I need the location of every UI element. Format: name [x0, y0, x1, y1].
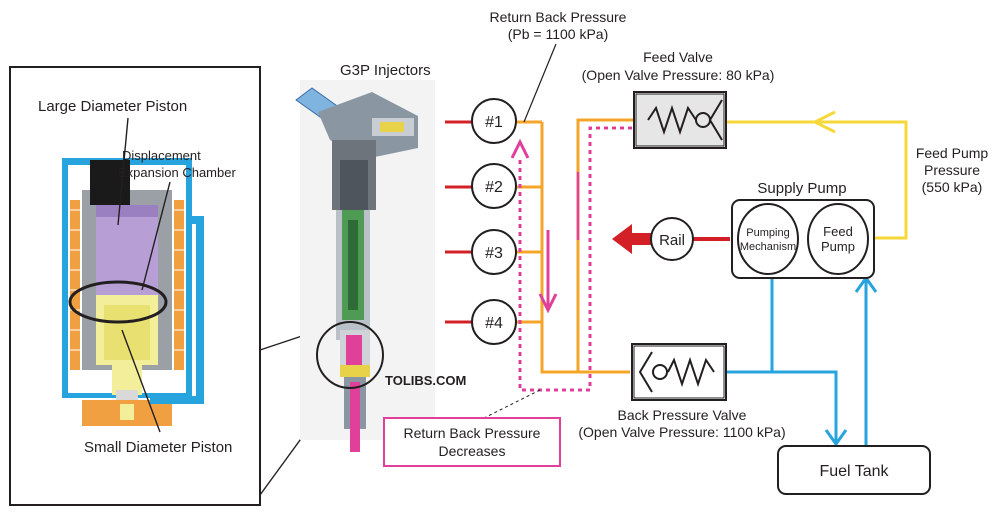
return-pressure-label-1: Return Back Pressure: [490, 9, 627, 25]
piston-inset: Large Diameter Piston Displacement Expan…: [9, 66, 261, 506]
feed-pump-label-1: Feed: [823, 224, 853, 239]
injector-id-4: #4: [485, 315, 503, 332]
fuel-tank-lines: [726, 275, 878, 448]
watermark: TOLIBS.COM: [385, 373, 466, 388]
rail-arrow: [612, 224, 652, 254]
bpv-label-2: (Open Valve Pressure: 1100 kPa): [578, 424, 785, 440]
fuel-tank-label: Fuel Tank: [819, 463, 889, 480]
leader-small: [121, 329, 161, 433]
feed-valve-label-2: (Open Valve Pressure: 80 kPa): [582, 67, 775, 83]
feed-pump-pressure-2: Pressure: [924, 162, 980, 178]
feed-pump: [807, 203, 869, 275]
chamber-label-1: Displacement: [122, 148, 201, 163]
return-decreases-2: Decreases: [439, 443, 506, 459]
injector-nodes: #1 #2 #3 #4: [471, 98, 517, 345]
feed-pump-pressure-1: Feed Pump: [916, 145, 989, 161]
feed-valve-label-1: Feed Valve: [643, 49, 713, 65]
supply-pump-title: Supply Pump: [757, 180, 846, 197]
leader-large: [117, 117, 129, 226]
return-decreases-1: Return Back Pressure: [404, 425, 541, 441]
return-decreases-box: [383, 417, 561, 467]
rail-label: Rail: [659, 232, 685, 249]
large-piston-shape: [96, 205, 158, 295]
feed-pump-pressure-3: (550 kPa): [922, 179, 983, 195]
pumping-label-2: Mechanism: [740, 241, 796, 253]
fuel-tank: Fuel Tank: [777, 445, 931, 495]
return-pressure-leader: [523, 43, 557, 123]
leader-chamber: [141, 181, 171, 291]
chamber-label-2: Expansion Chamber: [118, 165, 236, 180]
injector-node-3: [471, 229, 517, 275]
injector-id-3: #3: [485, 245, 503, 262]
injector-node-4: [471, 299, 517, 345]
chamber-ellipse: [68, 280, 168, 324]
feed-pump-label-2: Pump: [821, 239, 855, 254]
inset-coil: [70, 200, 184, 370]
injector-node-1: [471, 98, 517, 144]
back-pressure-valve: [631, 343, 727, 401]
supply-pump: Pumping Mechanism Feed Pump: [731, 199, 875, 279]
return-decreases-callout: Return Back Pressure Decreases: [383, 417, 561, 467]
bpv-label-1: Back Pressure Valve: [618, 407, 747, 423]
injectors-title: G3P Injectors: [340, 62, 431, 79]
large-piston-label: Large Diameter Piston: [38, 98, 187, 115]
rail: Rail: [612, 217, 694, 261]
rail-node: [650, 217, 694, 261]
injector-node-2: [471, 163, 517, 209]
small-piston-label: Small Diameter Piston: [84, 439, 232, 456]
injector-id-1: #1: [485, 114, 503, 131]
pumping-label-1: Pumping: [746, 227, 789, 239]
injector-id-2: #2: [485, 179, 503, 196]
high-pressure-lines: [445, 120, 730, 324]
injector-illustration: G3P Injectors: [295, 62, 435, 452]
fuel-tank-box: [777, 445, 931, 495]
zoom-circle: [316, 321, 384, 389]
return-lines: [516, 118, 636, 374]
return-pressure-label-2: (Pb = 1100 kPa): [508, 26, 609, 42]
feed-lines: [726, 110, 908, 240]
feed-valve: [633, 91, 727, 149]
pumping-mechanism: [737, 203, 799, 275]
